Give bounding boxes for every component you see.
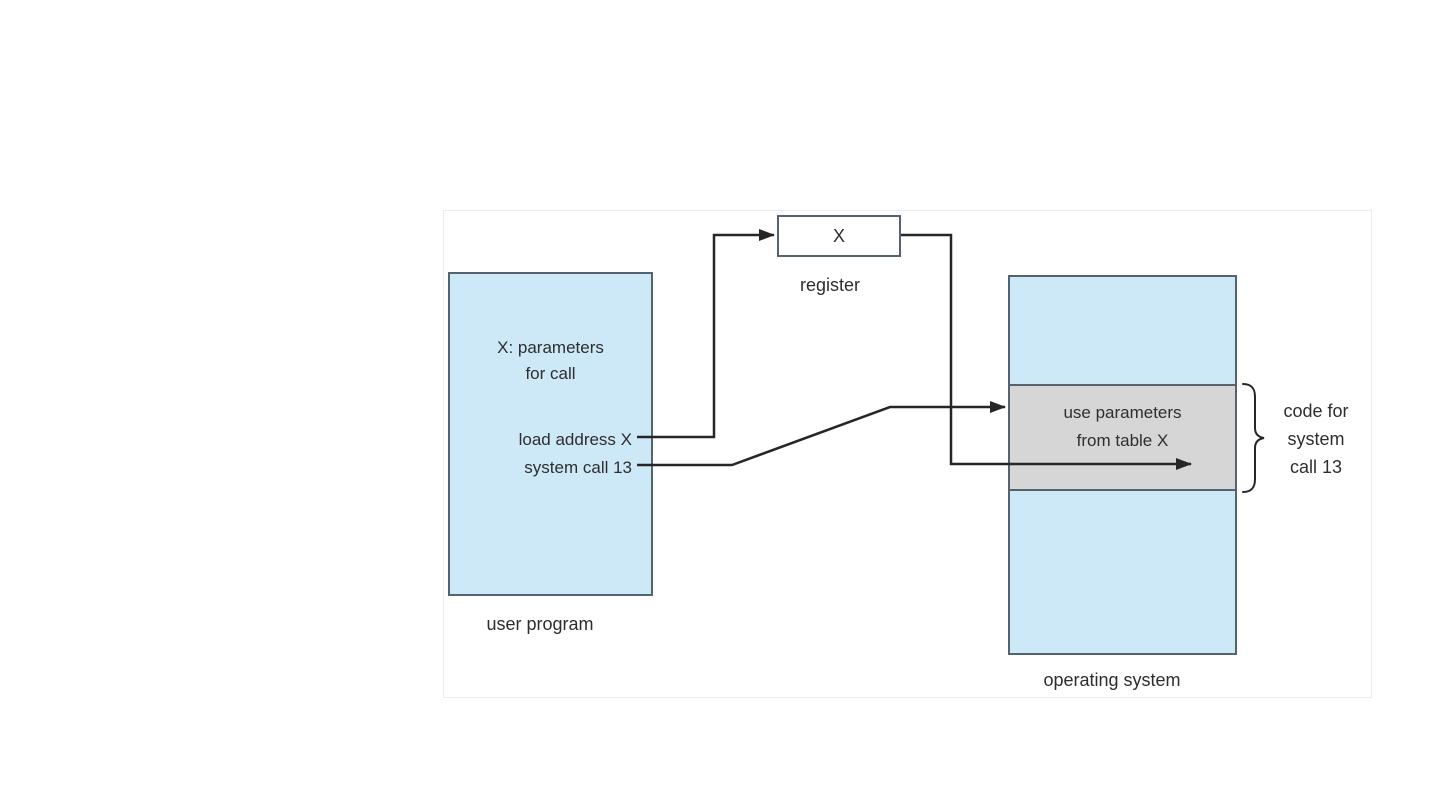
user-program-box xyxy=(448,272,653,596)
register-value: X xyxy=(832,225,845,246)
brace-note-line3: call 13 xyxy=(1289,457,1343,477)
instruction-system-call: system call 13 xyxy=(524,458,632,477)
param-note-line1: X: parameters xyxy=(497,338,604,357)
user-program-label: user program xyxy=(486,614,594,634)
brace-note-line1: code for xyxy=(1283,401,1349,421)
instruction-load-address: load address X xyxy=(518,430,632,449)
operating-system-box xyxy=(1008,275,1237,655)
operating-system-label: operating system xyxy=(1043,670,1181,690)
handler-line2: from table X xyxy=(1076,431,1169,450)
register-box xyxy=(777,215,901,257)
param-note-line2: for call xyxy=(525,364,576,383)
brace-note-line2: system xyxy=(1287,429,1345,449)
user-program-param-note: X: parameters for call xyxy=(448,335,653,387)
handler-line1: use parameters xyxy=(1063,403,1182,422)
register-label: register xyxy=(799,275,861,295)
handler-text: use parameters from table X xyxy=(1008,399,1237,455)
brace-note: code for system call 13 xyxy=(1262,397,1370,481)
